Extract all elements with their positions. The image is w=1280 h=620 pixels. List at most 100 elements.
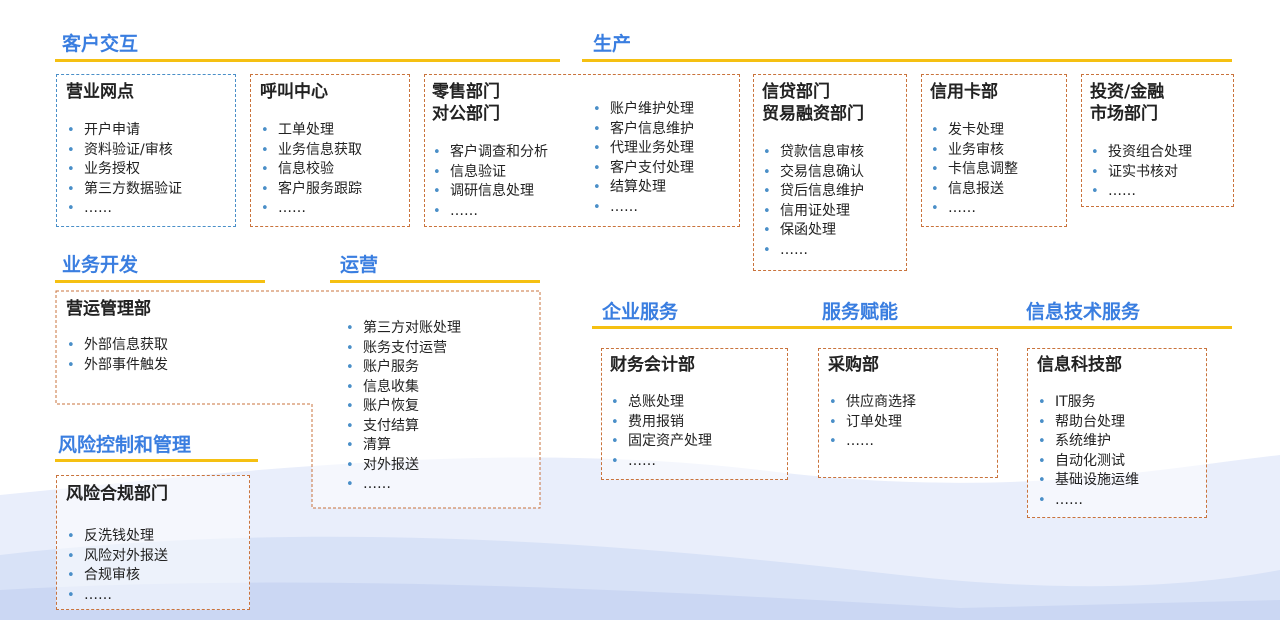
list-item: 证实书核对 — [1090, 163, 1192, 183]
risk-dept-name: 风险合规部门 — [66, 484, 168, 504]
list-item: 总账处理 — [610, 393, 712, 413]
credit-dept-name: 信贷部门 — [762, 82, 830, 102]
list-item: 工单处理 — [260, 121, 362, 141]
section-title-risk-control: 风险控制和管理 — [58, 434, 192, 456]
list-item: 保函处理 — [762, 221, 864, 241]
callcenter-dept-name: 呼叫中心 — [260, 82, 328, 102]
section-title-customer-interaction: 客户交互 — [62, 33, 139, 55]
list-item: 自动化测试 — [1037, 452, 1139, 472]
list-item: 业务审核 — [930, 141, 1018, 161]
list-item: 信用证处理 — [762, 202, 864, 222]
corporate-dept-name: 对公部门 — [432, 104, 500, 124]
list-item: 费用报销 — [610, 413, 712, 433]
list-item: …… — [66, 586, 168, 606]
branch-item-list: 开户申请 资料验证/审核 业务授权 第三方数据验证 …… — [66, 121, 182, 219]
list-item: 固定资产处理 — [610, 432, 712, 452]
list-item: 贷后信息维护 — [762, 182, 864, 202]
section-underline-enterprise — [592, 326, 1232, 329]
list-item: …… — [1037, 491, 1139, 511]
section-title-service-enablement: 服务赋能 — [822, 301, 899, 323]
list-item: 系统维护 — [1037, 432, 1139, 452]
list-item: 第三方数据验证 — [66, 180, 182, 200]
list-item: 支付结算 — [345, 417, 461, 437]
list-item: 对外报送 — [345, 456, 461, 476]
list-item: 信息校验 — [260, 160, 362, 180]
list-item: 反洗钱处理 — [66, 527, 168, 547]
list-item: IT服务 — [1037, 393, 1139, 413]
purchase-item-list: 供应商选择 订单处理 …… — [828, 393, 916, 452]
section-underline-operations — [330, 280, 540, 283]
list-item: …… — [260, 199, 362, 219]
list-item: 信息验证 — [432, 163, 548, 183]
list-item: 信息收集 — [345, 378, 461, 398]
invest-item-list: 投资组合处理 证实书核对 …… — [1090, 143, 1192, 202]
list-item: 资料验证/审核 — [66, 141, 182, 161]
list-item: 账务支付运营 — [345, 339, 461, 359]
opsmgmt-item-list: 外部信息获取 外部事件触发 — [66, 336, 168, 375]
trade-finance-dept-name: 贸易融资部门 — [762, 104, 864, 124]
retail-dept-name: 零售部门 — [432, 82, 500, 102]
list-item: 第三方对账处理 — [345, 319, 461, 339]
list-item: …… — [66, 199, 182, 219]
list-item: 客户服务跟踪 — [260, 180, 362, 200]
list-item: 外部事件触发 — [66, 356, 168, 376]
list-item: 调研信息处理 — [432, 182, 548, 202]
list-item: 风险对外报送 — [66, 547, 168, 567]
list-item: 卡信息调整 — [930, 160, 1018, 180]
list-item: 外部信息获取 — [66, 336, 168, 356]
list-item: 客户调查和分析 — [432, 143, 548, 163]
list-item: 账户恢复 — [345, 397, 461, 417]
list-item: 业务授权 — [66, 160, 182, 180]
list-item: …… — [762, 241, 864, 261]
list-item: 交易信息确认 — [762, 163, 864, 183]
retail-item-list-left: 客户调查和分析 信息验证 调研信息处理 …… — [432, 143, 548, 221]
itdept-dept-name: 信息科技部 — [1037, 355, 1122, 375]
finance-dept-name: 财务会计部 — [610, 355, 695, 375]
section-title-operations: 运营 — [340, 254, 379, 276]
list-item: 结算处理 — [592, 178, 694, 198]
market-dept-name: 市场部门 — [1090, 104, 1158, 124]
section-title-enterprise-services: 企业服务 — [602, 301, 679, 323]
list-item: …… — [828, 432, 916, 452]
list-item: 账户服务 — [345, 358, 461, 378]
section-underline-bizdev — [55, 280, 265, 283]
list-item: …… — [930, 199, 1018, 219]
list-item: 合规审核 — [66, 566, 168, 586]
opsmgmt-dept-name: 营运管理部 — [66, 299, 151, 319]
retail-item-list-right: 账户维护处理 客户信息维护 代理业务处理 客户支付处理 结算处理 …… — [592, 100, 694, 217]
finance-item-list: 总账处理 费用报销 固定资产处理 …… — [610, 393, 712, 471]
section-underline-risk — [55, 459, 258, 462]
risk-item-list: 反洗钱处理 风险对外报送 合规审核 …… — [66, 527, 168, 605]
list-item: 订单处理 — [828, 413, 916, 433]
credit-item-list: 贷款信息审核 交易信息确认 贷后信息维护 信用证处理 保函处理 …… — [762, 143, 864, 260]
list-item: 客户支付处理 — [592, 159, 694, 179]
list-item: …… — [592, 198, 694, 218]
list-item: 清算 — [345, 436, 461, 456]
list-item: 基础设施运维 — [1037, 471, 1139, 491]
callcenter-item-list: 工单处理 业务信息获取 信息校验 客户服务跟踪 …… — [260, 121, 362, 219]
section-title-business-development: 业务开发 — [62, 254, 139, 276]
list-item: …… — [1090, 182, 1192, 202]
list-item: 开户申请 — [66, 121, 182, 141]
branch-dept-name: 营业网点 — [66, 82, 134, 102]
invest-dept-name: 投资/金融 — [1090, 82, 1165, 102]
list-item: …… — [345, 475, 461, 495]
list-item: …… — [610, 452, 712, 472]
section-title-production: 生产 — [593, 33, 632, 55]
list-item: 帮助台处理 — [1037, 413, 1139, 433]
list-item: 客户信息维护 — [592, 120, 694, 140]
operations-item-list: 第三方对账处理 账务支付运营 账户服务 信息收集 账户恢复 支付结算 清算 对外… — [345, 319, 461, 495]
section-underline-customer — [55, 59, 560, 62]
card-item-list: 发卡处理 业务审核 卡信息调整 信息报送 …… — [930, 121, 1018, 219]
list-item: 贷款信息审核 — [762, 143, 864, 163]
section-underline-production — [582, 59, 1232, 62]
list-item: …… — [432, 202, 548, 222]
list-item: 发卡处理 — [930, 121, 1018, 141]
list-item: 供应商选择 — [828, 393, 916, 413]
list-item: 代理业务处理 — [592, 139, 694, 159]
section-title-it-services: 信息技术服务 — [1026, 301, 1141, 323]
list-item: 信息报送 — [930, 180, 1018, 200]
itdept-item-list: IT服务 帮助台处理 系统维护 自动化测试 基础设施运维 …… — [1037, 393, 1139, 510]
list-item: 投资组合处理 — [1090, 143, 1192, 163]
purchase-dept-name: 采购部 — [828, 355, 879, 375]
